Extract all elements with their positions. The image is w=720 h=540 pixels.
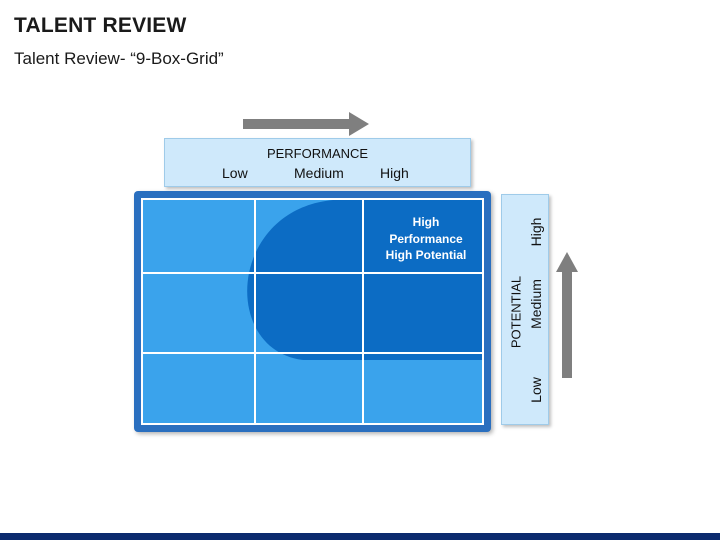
potential-level-medium: Medium: [528, 279, 544, 329]
performance-level-medium: Medium: [294, 165, 344, 181]
footer-bar: [0, 533, 720, 540]
performance-axis-label: PERFORMANCE: [266, 146, 369, 161]
high-performance-high-potential-cell: [363, 200, 482, 273]
performance-axis-box: PERFORMANCE Low Medium High: [164, 138, 471, 187]
hp-label-line-1: High: [412, 215, 440, 229]
potential-level-high: High: [528, 217, 544, 247]
high-performance-high-potential-label: High Performance High Potential: [376, 214, 476, 264]
performance-arrow-icon: [243, 112, 369, 136]
nine-box-grid: High Performance High Potential: [141, 198, 484, 425]
nine-box-grid-drawing: [143, 200, 482, 423]
potential-axis-box: High Medium Low POTENTIAL: [501, 194, 549, 425]
page-title: TALENT REVIEW: [14, 14, 187, 37]
performance-level-low: Low: [222, 165, 248, 181]
page-subtitle: Talent Review- “9-Box-Grid”: [14, 49, 224, 68]
hp-label-line-2: Performance: [389, 231, 463, 246]
potential-level-low: Low: [528, 377, 544, 403]
performance-level-high: High: [380, 165, 409, 181]
potential-arrow-icon: [556, 252, 578, 378]
potential-axis-label: POTENTIAL: [508, 275, 524, 349]
hp-label-line-3: High Potential: [385, 248, 467, 262]
